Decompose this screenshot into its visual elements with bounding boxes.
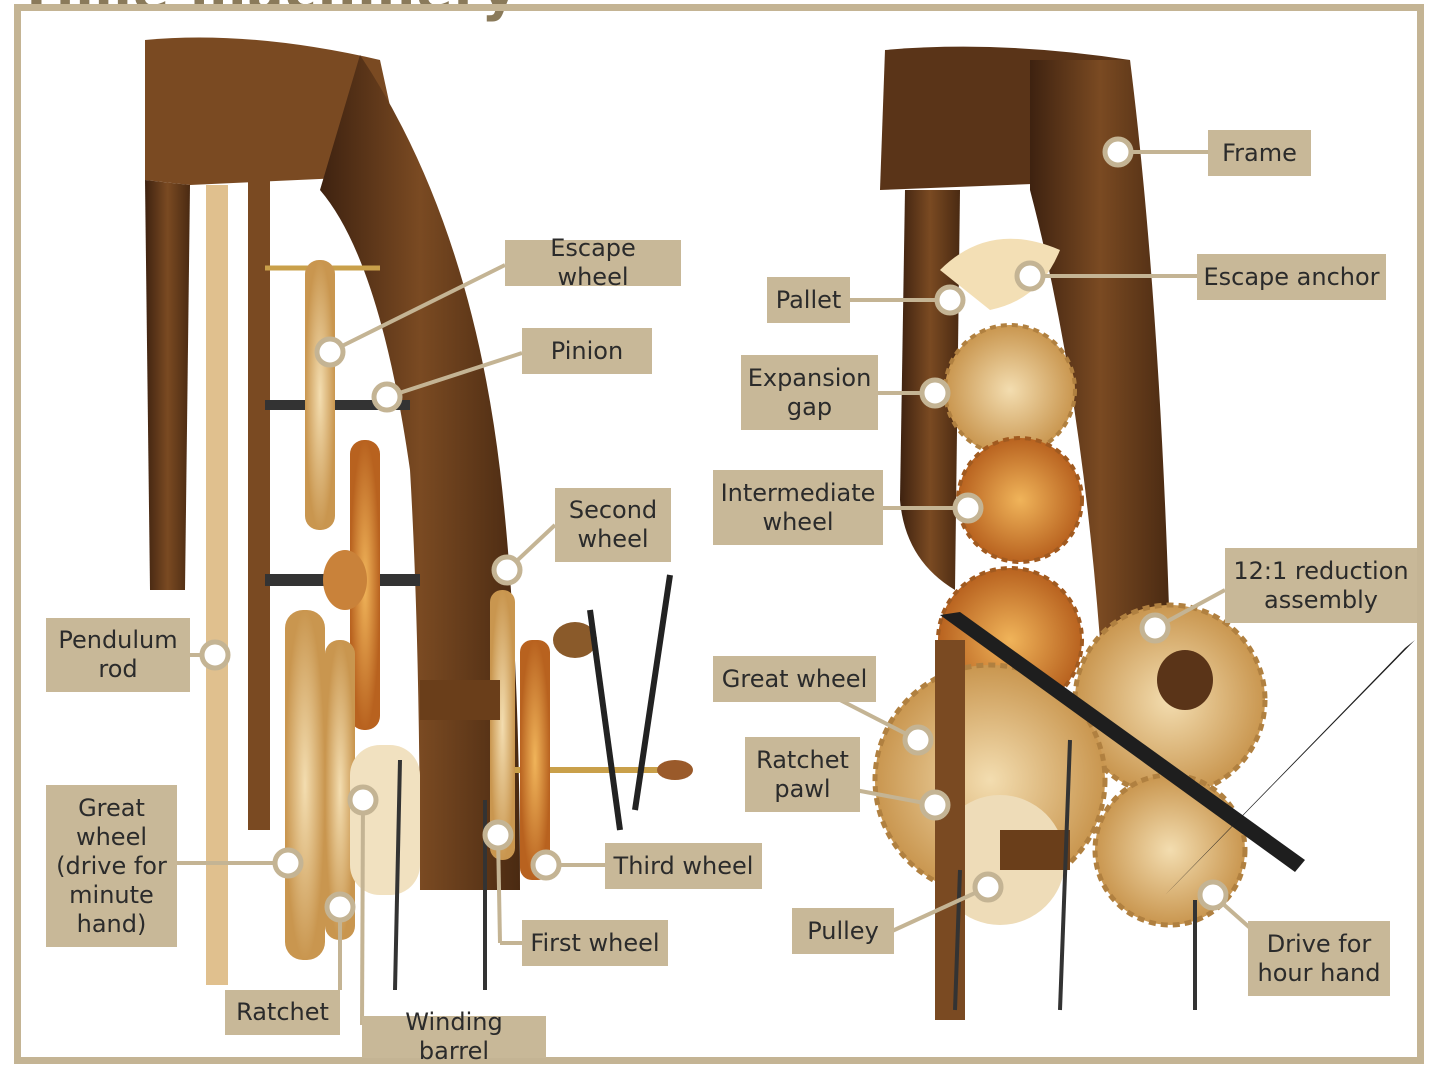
label-first-wheel: First wheel [522,920,668,966]
label-pulley: Pulley [792,908,894,954]
label-reduction-assembly: 12:1 reduction assembly [1225,548,1417,623]
label-drive-hour-hand: Drive for hour hand [1248,921,1390,996]
label-second-wheel: Second wheel [555,488,671,562]
label-intermediate-wheel: Intermediate wheel [713,470,883,545]
label-ratchet-pawl: Ratchet pawl [745,737,860,812]
label-pendulum-rod: Pendulum rod [46,618,190,692]
label-frame: Frame [1208,130,1311,176]
label-great-wheel: Great wheel [713,656,876,702]
left-frame-post [145,180,190,590]
label-winding-barrel: Winding barrel [362,1016,546,1058]
label-pallet: Pallet [767,277,850,323]
label-escape-anchor: Escape anchor [1197,254,1386,300]
label-expansion-gap: Expansion gap [741,355,878,430]
label-ratchet: Ratchet [225,990,340,1035]
label-pinion: Pinion [522,328,652,374]
left-escape-wheel-art [305,260,335,530]
right-clock-three-quarter-view [875,47,1415,1020]
label-great-wheel-minute: Great wheel (drive for minute hand) [46,785,177,947]
label-escape-wheel: Escape wheel [505,240,681,286]
label-third-wheel: Third wheel [605,843,762,889]
